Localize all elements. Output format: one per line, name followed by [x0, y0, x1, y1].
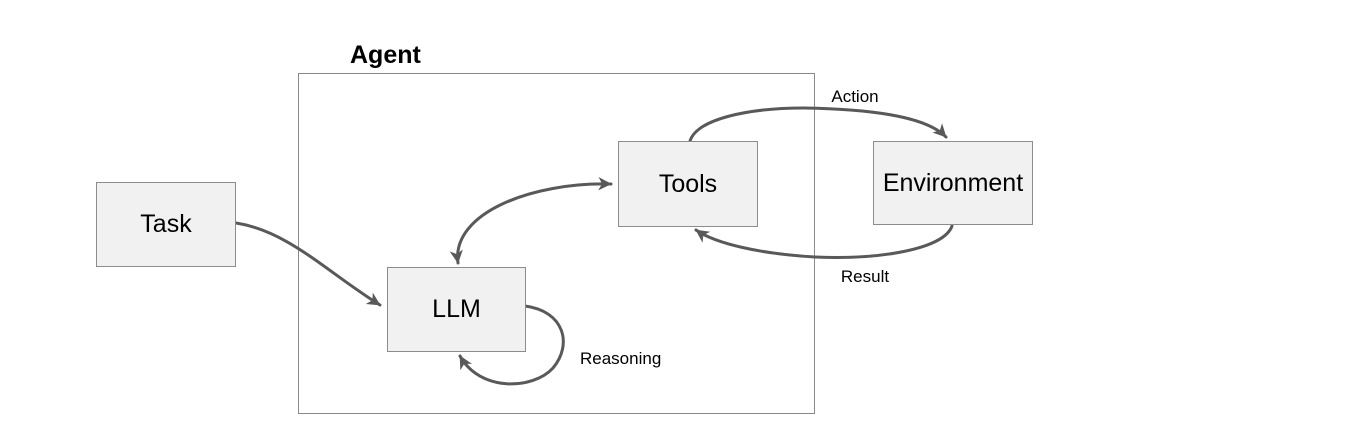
agent-container-box: [298, 73, 815, 414]
node-llm: LLM: [387, 267, 526, 352]
node-tools-label: Tools: [658, 169, 718, 198]
agent-container-label: Agent: [350, 41, 421, 69]
edge-result: [694, 224, 954, 259]
node-task-label: Task: [140, 210, 192, 238]
node-task: Task: [96, 182, 236, 267]
node-llm-label: LLM: [432, 295, 481, 323]
node-environment-label: Environment: [882, 168, 1024, 197]
edge-label-reasoning: Reasoning: [580, 349, 662, 368]
edge-llm-tools-bidirectional: [449, 177, 613, 265]
edge-reasoning-loop: [458, 304, 565, 386]
edge-label-action: Action: [831, 87, 879, 106]
edge-label-result: Result: [840, 267, 890, 286]
node-tools: Tools: [618, 141, 758, 227]
node-environment: Environment: [873, 141, 1033, 225]
edge-task-to-llm: [234, 221, 382, 307]
edge-action: [688, 106, 948, 143]
